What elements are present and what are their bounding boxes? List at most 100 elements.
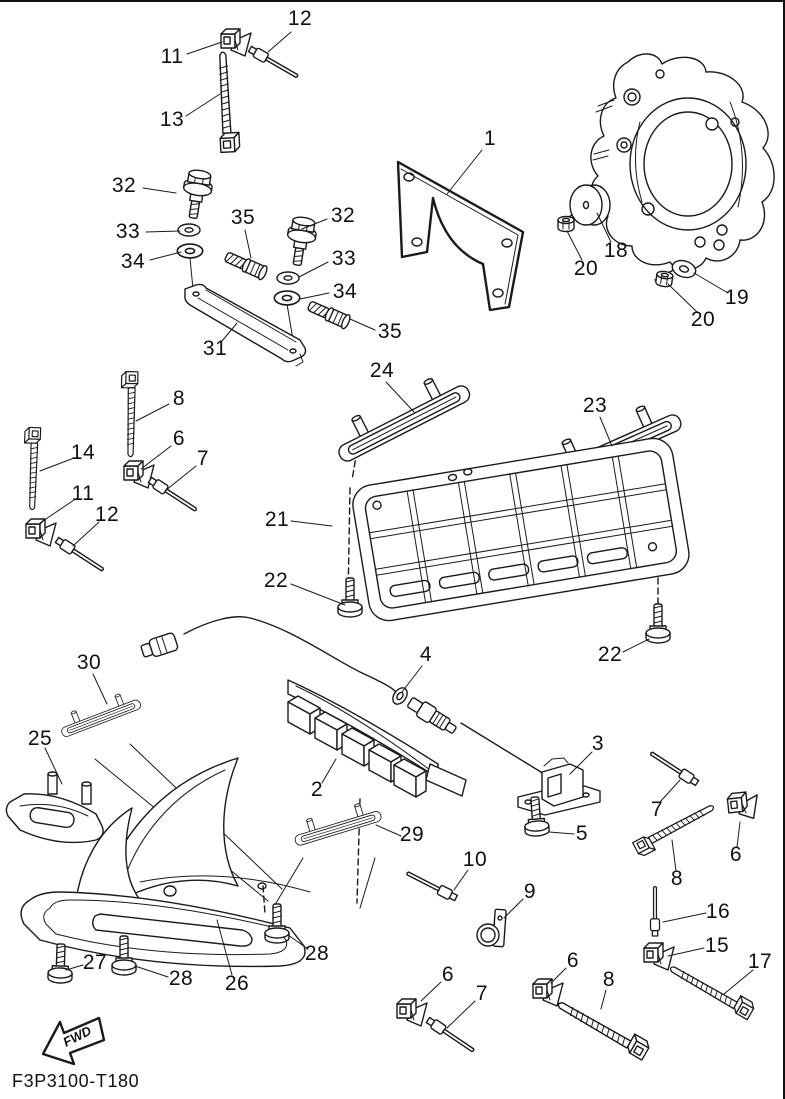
- callout-19: 19: [724, 286, 750, 309]
- washer-33-left: [177, 223, 201, 237]
- clamp-9-drawing: [476, 908, 507, 948]
- callout-8: 8: [602, 968, 616, 991]
- sponson-teeth: [287, 695, 427, 798]
- clip-6-bottom-right: [532, 978, 564, 1007]
- pin-7-left: [146, 475, 200, 515]
- bracket-3-drawing: [517, 757, 601, 816]
- callout-5: 5: [575, 822, 589, 845]
- rail-24-drawing: [326, 364, 473, 465]
- callout-10: 10: [462, 848, 488, 871]
- washer-34-left: [176, 243, 204, 259]
- callout-28: 28: [304, 942, 330, 965]
- fin-26-drawing: [20, 757, 311, 968]
- callout-33: 33: [331, 247, 357, 270]
- callout-32: 32: [330, 204, 356, 227]
- screw-22-left: [337, 577, 363, 618]
- callout-13: 13: [159, 108, 185, 131]
- cable-tie-8-bottom: [554, 992, 652, 1061]
- callout-6: 6: [172, 427, 186, 450]
- rail-30-drawing: [55, 687, 143, 739]
- callout-7: 7: [650, 798, 664, 821]
- pin-7-bottom-mid: [424, 1015, 478, 1056]
- screw-22-right: [645, 603, 671, 644]
- sponson-2-drawing: [287, 679, 467, 798]
- callout-26: 26: [224, 972, 250, 995]
- callout-11: 11: [71, 482, 95, 505]
- callout-8: 8: [172, 387, 186, 410]
- bracket-plate-1-drawing: [396, 160, 525, 312]
- callout-34: 34: [120, 250, 146, 273]
- cable-tie-14: [21, 426, 42, 511]
- screw-27-drawing: [47, 942, 74, 985]
- nut-20-bottom: [654, 269, 674, 289]
- cable-tie-13: [214, 50, 241, 154]
- clip-15-drawing: [643, 942, 675, 971]
- damper-disc-drawing: [569, 184, 611, 226]
- callout-28: 28: [168, 967, 194, 990]
- callout-24: 24: [369, 359, 395, 382]
- screw-35-left: [222, 248, 270, 282]
- callout-35: 35: [230, 206, 256, 229]
- mount-25-drawing: [5, 771, 104, 844]
- cable-tie-8-mid: [632, 800, 719, 859]
- clip-6-bottom-mid: [396, 998, 428, 1027]
- pin-7-right: [647, 748, 701, 788]
- washer-19-drawing: [671, 259, 697, 279]
- pin-12-top: [246, 43, 301, 82]
- callout-4: 4: [419, 643, 433, 666]
- callout-25: 25: [27, 727, 53, 750]
- callout-6: 6: [566, 949, 580, 972]
- callout-27: 27: [82, 951, 108, 974]
- cable-tie-8-left: [119, 370, 139, 458]
- clip-11-top: [220, 28, 252, 57]
- callout-16: 16: [705, 900, 731, 923]
- callout-8: 8: [670, 867, 684, 890]
- callout-3: 3: [591, 732, 605, 755]
- callout-23: 23: [582, 394, 608, 417]
- pin-12-bottom: [53, 535, 107, 575]
- callout-17: 17: [747, 950, 773, 973]
- callout-35: 35: [377, 320, 403, 343]
- callout-12: 12: [287, 7, 313, 30]
- callout-9: 9: [523, 880, 537, 903]
- pin-10-drawing: [404, 867, 459, 904]
- callout-7: 7: [475, 982, 489, 1005]
- strap-31-drawing: [184, 283, 307, 367]
- washer-33-right: [276, 271, 300, 285]
- callout-29: 29: [399, 823, 425, 846]
- callout-21: 21: [264, 508, 290, 531]
- callout-14: 14: [70, 441, 96, 464]
- callout-18: 18: [603, 239, 629, 262]
- callout-1: 1: [483, 127, 497, 150]
- rail-29-drawing: [289, 797, 383, 847]
- callout-22: 22: [597, 643, 623, 666]
- callout-20: 20: [573, 257, 599, 280]
- callout-33: 33: [115, 220, 141, 243]
- bolt-32-left: [178, 167, 216, 221]
- clip-6-right: [726, 790, 761, 822]
- mat-21-drawing: [352, 437, 690, 622]
- callout-31: 31: [202, 337, 228, 360]
- nut-20-left: [557, 215, 575, 233]
- diagram-code: F3P3100-T180: [12, 1071, 140, 1091]
- callout-11: 11: [160, 45, 184, 68]
- engine-housing-drawing: [590, 53, 775, 271]
- cable-tie-17: [666, 957, 757, 1021]
- callout-12: 12: [94, 503, 120, 526]
- callout-7: 7: [196, 447, 210, 470]
- callout-6: 6: [441, 963, 455, 986]
- clip-11-bottom: [25, 518, 57, 547]
- leader-lines: [39, 31, 754, 1029]
- callout-6: 6: [729, 843, 743, 866]
- callout-30: 30: [76, 651, 102, 674]
- callout-2: 2: [310, 778, 324, 801]
- pin-16-drawing: [649, 885, 661, 937]
- callout-34: 34: [332, 280, 358, 303]
- callout-15: 15: [704, 934, 730, 957]
- bolt-32-right: [282, 214, 320, 268]
- fwd-arrow: FWD: [41, 1016, 106, 1066]
- callout-20: 20: [690, 308, 716, 331]
- callout-32: 32: [111, 174, 137, 197]
